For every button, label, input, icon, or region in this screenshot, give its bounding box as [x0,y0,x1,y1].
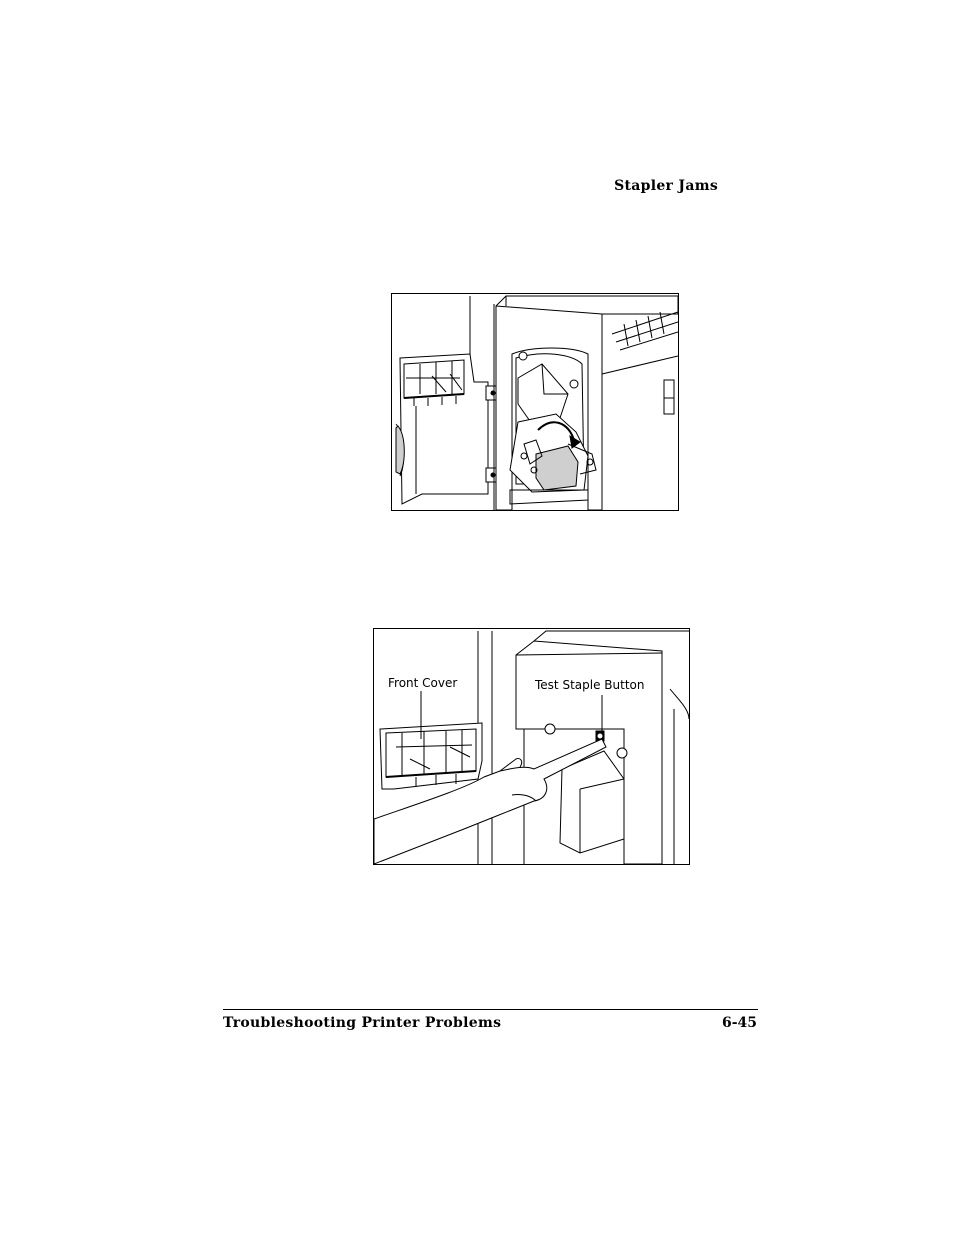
footer-divider [223,1009,758,1010]
footer-page-number: 6-45 [721,1015,757,1031]
stapler-unit-drawing [395,295,678,510]
running-header-section-title: Stapler Jams [614,178,718,194]
stapler-unit-illustration [391,293,679,511]
footer-chapter-title: Troubleshooting Printer Problems [223,1015,502,1031]
test-staple-drawing: Front Cover Test Staple Button [374,630,689,864]
test-staple-button-label: Test Staple Button [534,678,644,692]
front-cover-label: Front Cover [388,676,457,690]
test-staple-illustration: Front Cover Test Staple Button [373,628,690,865]
